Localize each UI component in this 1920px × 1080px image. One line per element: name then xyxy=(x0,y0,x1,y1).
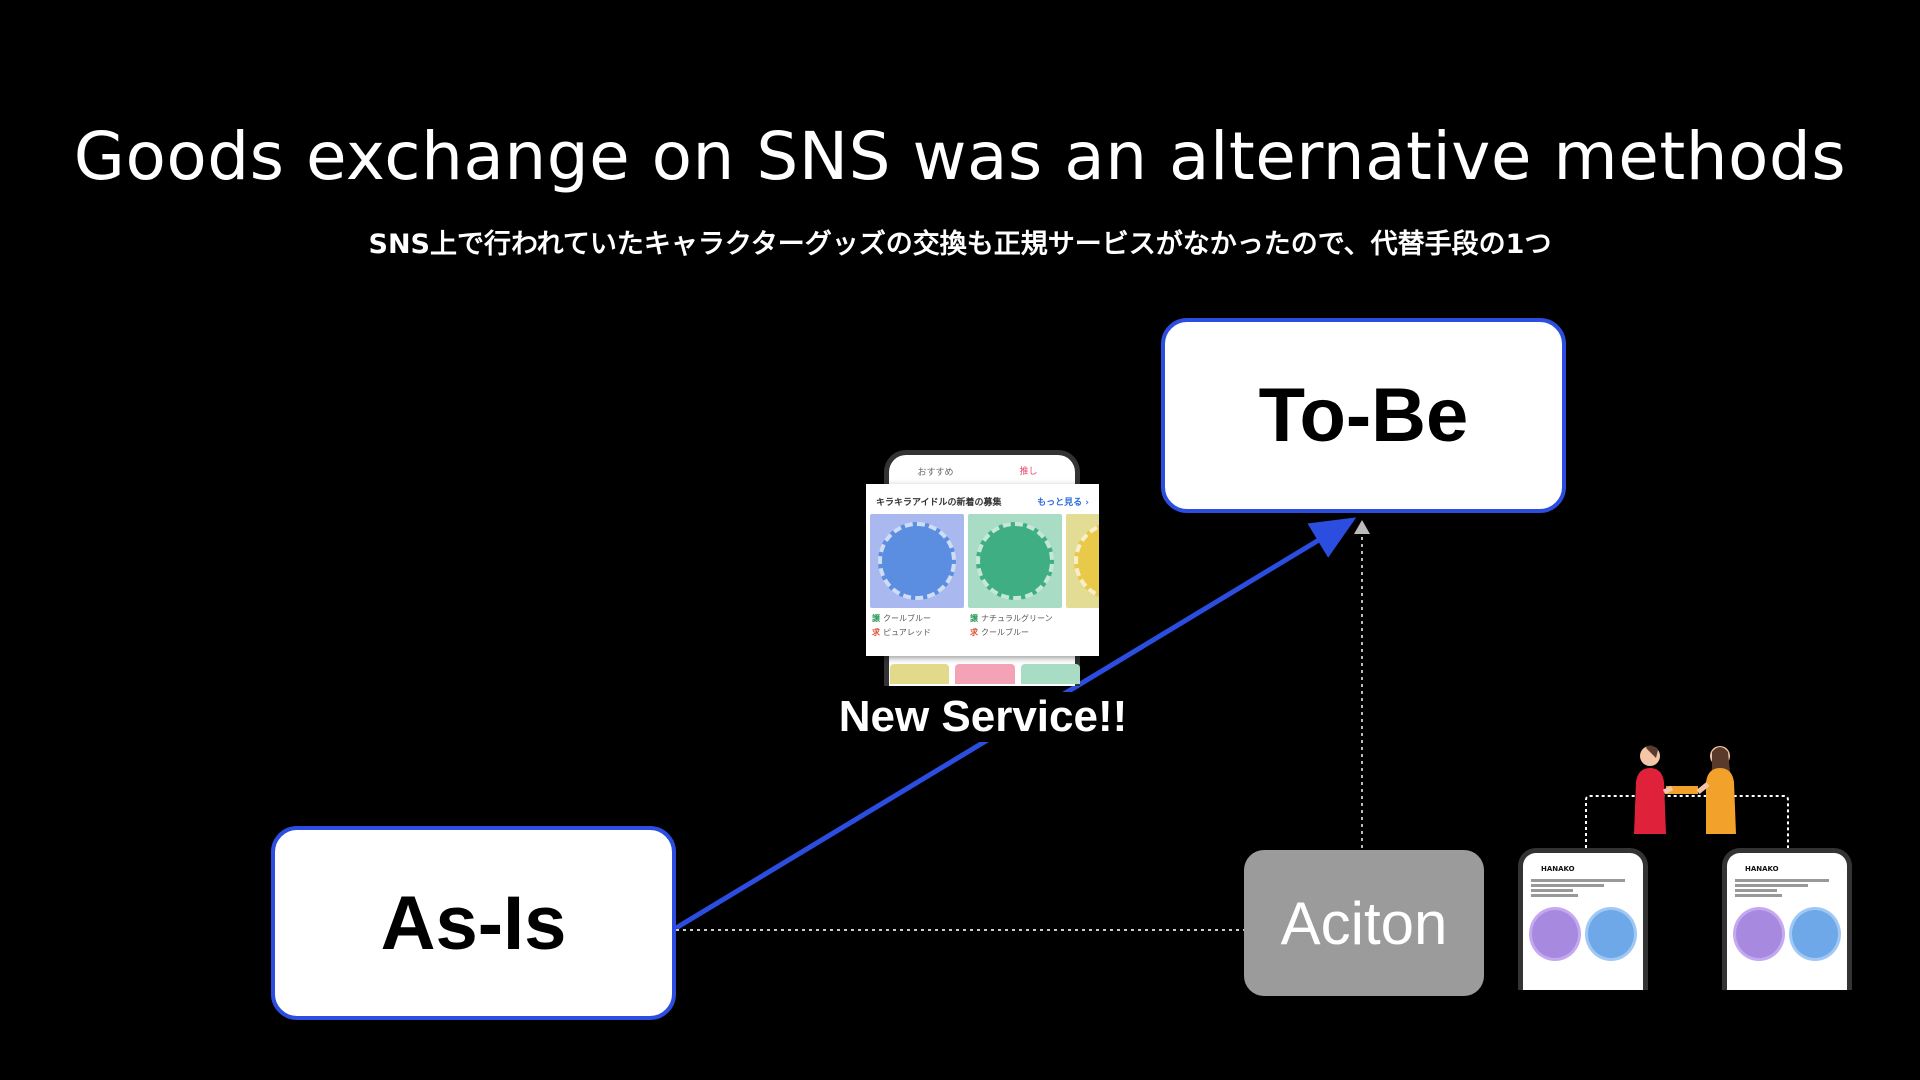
list-item-partial xyxy=(1066,514,1099,644)
badge-icon xyxy=(1585,907,1637,961)
tab-recommended: おすすめ xyxy=(917,467,954,478)
badge-icon xyxy=(878,522,956,600)
slide-title: Goods exchange on SNS was an alternative… xyxy=(73,118,1847,195)
sns-user-name: HANAKO xyxy=(1541,865,1575,873)
sns-post-badges xyxy=(1523,903,1643,965)
badge-icon xyxy=(1733,907,1785,961)
to-be-box: To-Be xyxy=(1161,318,1566,513)
badge-icon xyxy=(1789,907,1841,961)
people-to-phones-connector xyxy=(1585,795,1789,848)
badge-icon xyxy=(1529,907,1581,961)
item-tags: 譲クールブルー 求ピュアレッド xyxy=(872,614,931,637)
badge-icon xyxy=(1074,522,1099,600)
badge-image xyxy=(968,514,1062,608)
sns-post-text-lines xyxy=(1523,873,1643,903)
more-link: もっと見る › xyxy=(1037,498,1089,508)
action-box: Aciton xyxy=(1244,850,1484,996)
card-header: キラキラアイドルの新着の募集 もっと見る › xyxy=(866,484,1099,514)
sns-post-phone: HANAKO xyxy=(1722,848,1852,990)
new-service-label: New Service!! xyxy=(800,692,1166,742)
tab-favorite: 推し xyxy=(982,455,1075,487)
item-list: 譲クールブルー 求ピュアレッド 譲ナチュラルグリーン 求クールブルー xyxy=(866,514,1099,644)
item-tags: 譲ナチュラルグリーン 求クールブルー xyxy=(970,614,1053,637)
sns-post-phone: HANAKO xyxy=(1518,848,1648,990)
list-item: 譲ナチュラルグリーン 求クールブルー xyxy=(968,514,1062,644)
sns-user-name: HANAKO xyxy=(1745,865,1779,873)
slide-subtitle: SNS上で行われていたキャラクターグッズの交換も正規サービスがなかったので、代替… xyxy=(368,229,1552,260)
next-row-strip xyxy=(890,664,1080,684)
service-card-mockup: キラキラアイドルの新着の募集 もっと見る › 譲クールブルー 求ピュアレッド 譲… xyxy=(866,484,1099,656)
list-item: 譲クールブルー 求ピュアレッド xyxy=(870,514,964,644)
badge-image xyxy=(870,514,964,608)
card-header-title: キラキラアイドルの新着の募集 xyxy=(876,498,1002,508)
sns-post-badges xyxy=(1727,903,1847,965)
service-tabs: おすすめ 推し xyxy=(889,455,1075,487)
sns-post-text-lines xyxy=(1727,873,1847,903)
badge-image xyxy=(1066,514,1099,608)
as-is-box: As-Is xyxy=(271,826,676,1020)
badge-icon xyxy=(976,522,1054,600)
people-exchange-icon xyxy=(1634,745,1736,834)
